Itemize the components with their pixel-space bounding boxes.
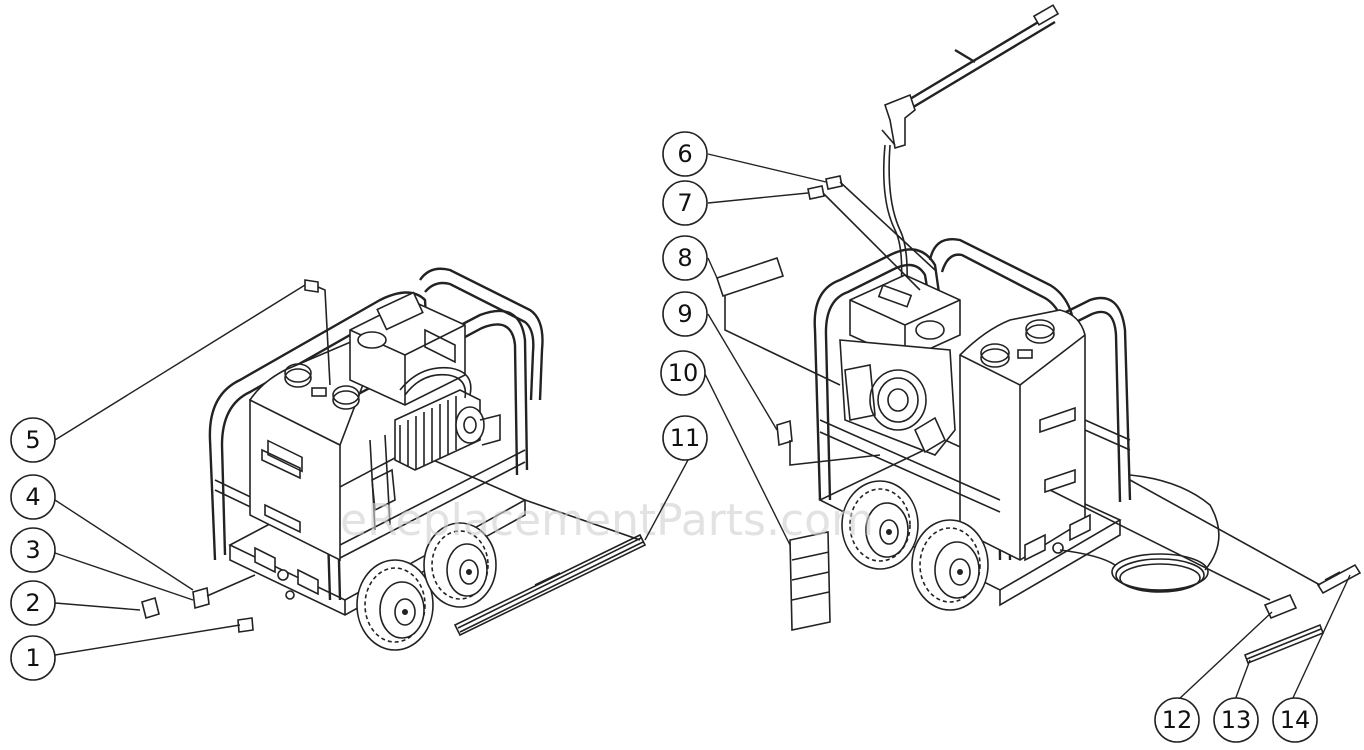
callout-1: 1 [10,635,56,681]
callout-10: 10 [660,350,706,396]
callout-14: 14 [1272,697,1318,743]
left-wheel-front [356,559,434,651]
callout-label: 4 [25,483,40,511]
callout-label: 7 [677,189,692,217]
callout-label: 10 [668,359,699,387]
callout-label: 11 [670,424,701,452]
callout-8: 8 [662,235,708,281]
left-wheel-rear [423,522,497,608]
left-pressure-washer [208,267,544,651]
callout-5: 5 [10,417,56,463]
callout-11: 11 [662,415,708,461]
callout-label: 5 [25,426,40,454]
callout-7: 7 [662,180,708,226]
hose-coil [1059,474,1220,593]
callout-4: 4 [10,474,56,520]
right-wheel-front [911,519,989,611]
decal-part-6 [825,175,843,190]
callout-label: 13 [1221,706,1252,734]
decal-part-7 [807,185,825,200]
callout-13: 13 [1213,697,1259,743]
decal-part-12 [1263,593,1298,620]
callout-label: 1 [25,644,40,672]
callout-label: 8 [677,244,692,272]
decal-part-9 [776,419,793,447]
spray-wand [881,4,1060,301]
right-wheel-rear [841,480,919,570]
decal-part-10 [789,531,831,631]
watermark-text: eReplacementParts.com [340,495,874,546]
right-decals [715,175,1362,665]
decal-part-2 [141,596,160,620]
decal-part-1 [237,617,254,633]
decal-part-5 [304,279,319,293]
callout-label: 9 [677,300,692,328]
callout-6: 6 [662,131,708,177]
decal-part-4 [192,586,210,610]
callout-leaders [54,153,1351,701]
decal-part-8 [715,256,785,298]
decal-part-14 [1316,563,1362,595]
callout-label: 6 [677,140,692,168]
callout-9: 9 [662,291,708,337]
callout-label: 2 [25,589,40,617]
left-decals [141,279,647,637]
callout-label: 12 [1162,706,1193,734]
callout-label: 3 [25,536,40,564]
callout-12: 12 [1154,697,1200,743]
right-pressure-washer [813,4,1220,611]
callout-2: 2 [10,580,56,626]
callout-3: 3 [10,527,56,573]
callout-label: 14 [1280,706,1311,734]
